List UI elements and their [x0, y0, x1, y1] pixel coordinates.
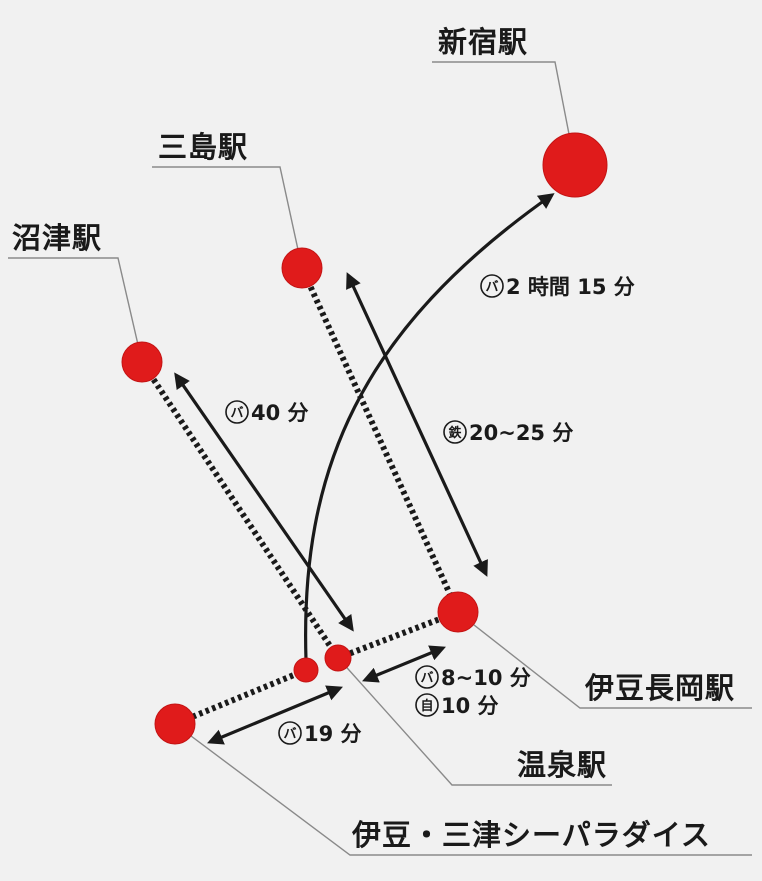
label-numazu: 沼津駅 — [12, 221, 102, 255]
time-mishima: 鉄 20~25 分 — [443, 420, 573, 445]
label-izunagaoka: 伊豆長岡駅 — [584, 671, 735, 705]
station-dot-onsen-bus — [293, 657, 319, 683]
time-nagaoka: バ 8~10 分 自 10 分 — [415, 665, 531, 718]
leader-izunagaoka — [459, 613, 752, 709]
label-onsen: 温泉駅 — [517, 748, 607, 782]
label-paradise: 伊豆・三津シーパラダイス — [351, 818, 711, 852]
station-dot-paradise — [154, 703, 196, 745]
leader-numazu — [8, 257, 143, 363]
label-mishima: 三島駅 — [158, 130, 248, 164]
label-shinjuku: 新宿駅 — [438, 25, 528, 59]
rail-icon-glyph: 鉄 — [448, 425, 461, 441]
station-dot-izunagaoka — [437, 591, 479, 633]
dotted-onsen-paradise — [173, 667, 308, 727]
station-dot-mishima — [281, 247, 323, 289]
station-dot-numazu — [121, 341, 163, 383]
rail-icon — [443, 420, 467, 444]
bus-icon — [278, 721, 302, 745]
bus-icon — [480, 274, 504, 298]
car-icon-glyph: 自 — [420, 698, 433, 714]
car-icon — [415, 693, 439, 717]
bus-icon-glyph: バ — [230, 406, 243, 421]
bus-icon-glyph: バ — [283, 727, 296, 742]
leader-shinjuku — [432, 61, 576, 166]
dotted-mishima-nagaoka — [299, 266, 461, 614]
time-label-numazu: 40 分 — [251, 401, 309, 425]
leader-paradise — [174, 723, 752, 856]
time-label-nagaoka-car: 10 分 — [441, 694, 499, 718]
station-dot-onsen — [324, 644, 352, 672]
leader-mishima — [152, 166, 303, 269]
time-label-paradise: 19 分 — [304, 722, 362, 746]
bus-icon — [415, 665, 439, 689]
leader-onsen — [339, 659, 612, 786]
dotted-nagaoka-onsen — [336, 609, 460, 661]
bus-icon-glyph: バ — [420, 671, 433, 686]
arrow-paradise-onsen — [207, 685, 343, 745]
station-dot-shinjuku — [542, 132, 608, 198]
time-paradise: バ 19 分 — [278, 721, 362, 746]
time-label-shinjuku: 2 時間 15 分 — [506, 275, 635, 299]
arrow-onsen-nagaoka — [362, 645, 446, 683]
arrow-mishima-nagaoka — [346, 272, 488, 577]
arrow-numazu-onsen — [174, 372, 354, 632]
time-label-nagaoka-bus: 8~10 分 — [441, 666, 531, 690]
time-shinjuku: バ 2 時間 15 分 — [480, 274, 635, 299]
time-label-mishima: 20~25 分 — [469, 421, 573, 445]
time-numazu: バ 40 分 — [225, 400, 309, 425]
bus-icon-glyph: バ — [485, 280, 498, 295]
bus-icon — [225, 400, 249, 424]
